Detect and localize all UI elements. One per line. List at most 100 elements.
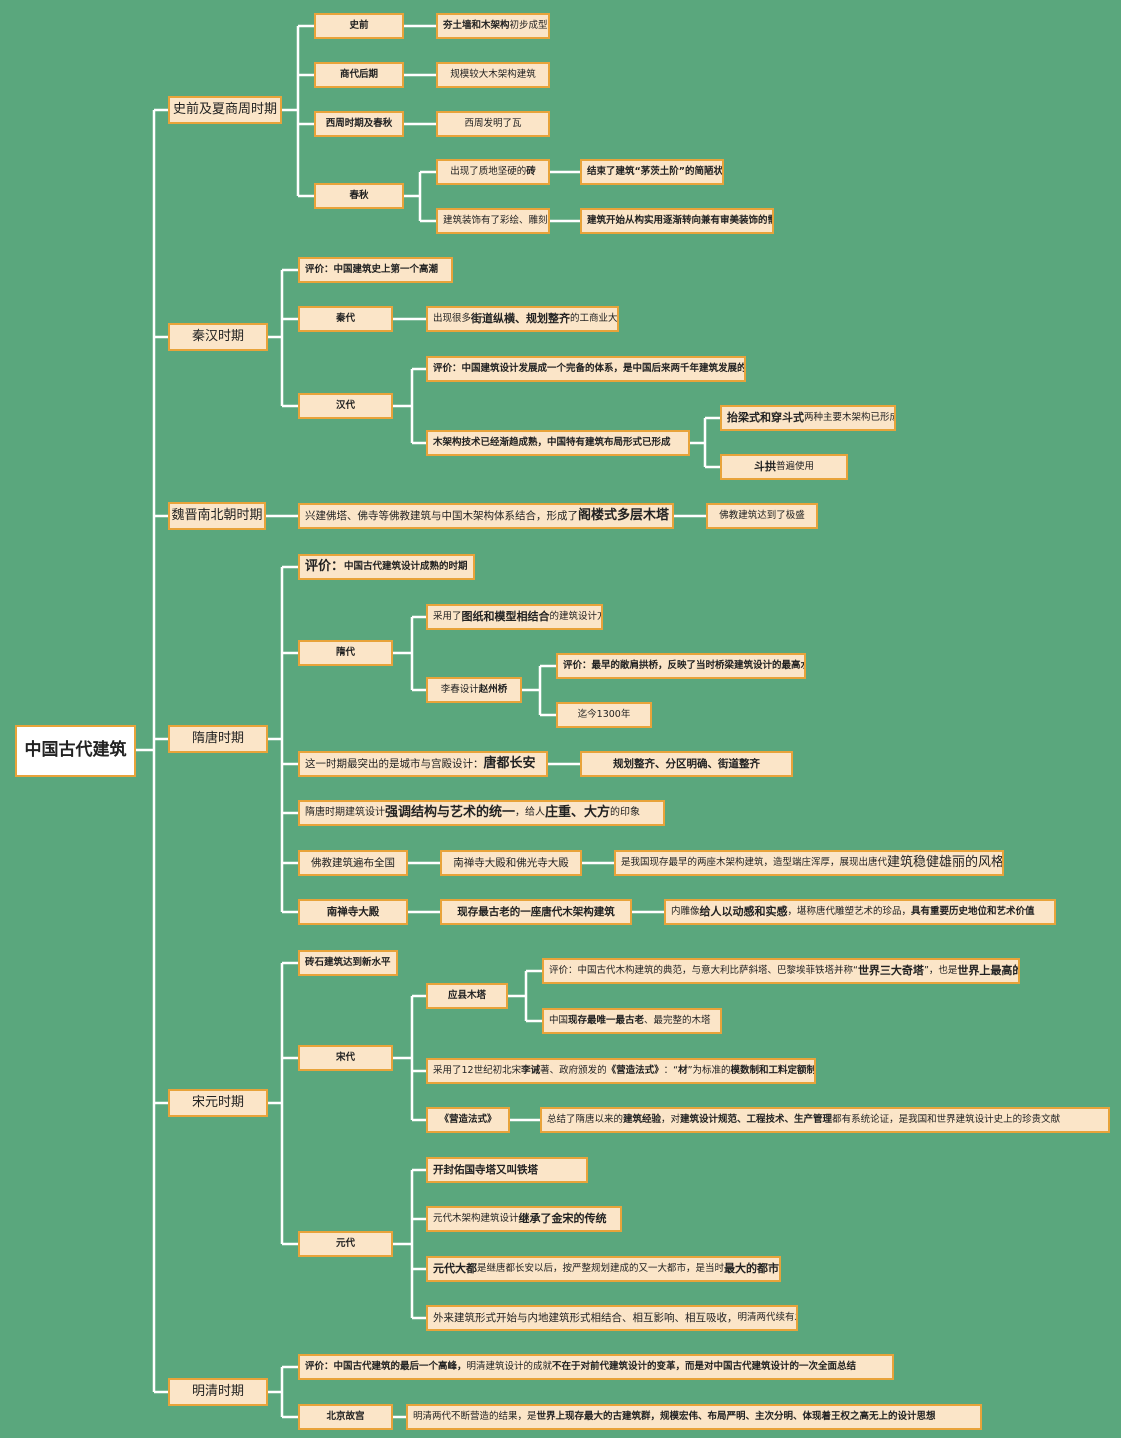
- node-text: 著、政府颁发的: [540, 1064, 607, 1076]
- node-text: 评价：中国古代木构建筑的典范，与意大利比萨斜塔、巴黎埃菲铁塔并称“: [549, 964, 858, 976]
- node-text: 明清建筑设计的成就: [466, 1360, 553, 1372]
- node-tailiang[interactable]: 抬梁式和穿斗式两种主要木架构已形成: [720, 405, 896, 431]
- node-text: 规划整齐、分区明确、街道整齐: [613, 757, 760, 770]
- node-two-halls-detail[interactable]: 是我国现存最早的两座木架构建筑，造型端庄浑厚，展现出唐代建筑稳健雄丽的风格: [614, 850, 1004, 876]
- node-label: 元代: [335, 1237, 355, 1249]
- node-label: 秦代: [335, 312, 355, 324]
- node-text: 西周发明了瓦: [464, 117, 522, 129]
- node-sui-drawings[interactable]: 采用了图纸和模型相结合的建筑设计方法: [426, 604, 603, 630]
- node-bridge-age[interactable]: 迄今1300年: [556, 702, 652, 728]
- node-text-bold: 不在于对前代建筑设计的变革，而是对中国古代建筑设计的一次全面总结: [552, 1360, 857, 1372]
- node-brick[interactable]: 出现了质地坚硬的砖: [436, 159, 550, 185]
- node-text: 隋唐时期建筑设计: [305, 807, 385, 819]
- node-dougong[interactable]: 斗拱普遍使用: [720, 454, 848, 480]
- node-suitang-eval[interactable]: 评价：中国古代建筑设计成熟的时期: [298, 554, 475, 580]
- node-label: 商代后期: [339, 68, 378, 80]
- period-label: 宋元时期: [191, 1094, 244, 1110]
- node-text-bold: 图纸和模型相结合: [461, 609, 550, 623]
- node-forbidden-city-detail[interactable]: 明清两代不断营造的结果，是世界上现存最大的古建筑群，规模宏伟、布局严明、主次分明…: [406, 1404, 982, 1430]
- node-yuan-foreign[interactable]: 外来建筑形式开始与内地建筑形式相结合、相互影响、相互吸收，明清两代续有发展: [426, 1305, 798, 1331]
- node-brick-stone[interactable]: 砖石建筑达到新水平: [298, 950, 398, 976]
- period-qin-han[interactable]: 秦汉时期: [168, 323, 268, 351]
- node-text: 开封佑国寺塔又叫铁塔: [433, 1163, 538, 1176]
- node-text: 、最完整的木塔: [644, 1014, 711, 1026]
- node-label: 史前: [349, 19, 369, 31]
- node-yingzao-fashi-detail[interactable]: 总结了隋唐以来的建筑经验，对建筑设计规范、工程技术、生产管理都有系统论证，是我国…: [540, 1107, 1110, 1133]
- node-text-bold: 世界三大奇塔: [857, 963, 924, 977]
- node-zhaozhou-bridge[interactable]: 李春设计赵州桥: [426, 677, 522, 703]
- node-text-bold: 李诫: [521, 1064, 541, 1076]
- node-qinhan-eval[interactable]: 评价：中国建筑史上第一个高潮: [298, 257, 453, 283]
- node-prehistory[interactable]: 史前: [314, 13, 404, 39]
- node-nanchan[interactable]: 南禅寺大殿: [298, 899, 408, 925]
- node-text-bold: 现存最唯一最古老: [568, 1014, 645, 1026]
- node-yuan[interactable]: 元代: [298, 1231, 393, 1257]
- period-song-yuan[interactable]: 宋元时期: [168, 1089, 268, 1117]
- node-text: 规模较大木架构建筑: [450, 68, 536, 80]
- node-yingxian-pagoda[interactable]: 应县木塔: [426, 983, 508, 1009]
- node-bridge-eval[interactable]: 评价：最早的敞肩拱桥，反映了当时桥梁建筑设计的最高水平: [556, 653, 806, 679]
- node-text-bold: 《营造法式》: [606, 1064, 664, 1076]
- root-label: 中国古代建筑: [24, 740, 127, 761]
- node-text-bold: 赵州桥: [478, 683, 508, 695]
- node-text: 都有系统论证，是我国和世界建筑设计史上的珍贵文献: [832, 1113, 1061, 1125]
- period-xia-shang-zhou[interactable]: 史前及夏商周时期: [168, 96, 282, 124]
- node-text: 现存最古老的一座唐代木架构建筑: [457, 905, 615, 918]
- node-weijin-pagoda[interactable]: 兴建佛塔、佛寺等佛教建筑与中国木架构体系结合，形成了阁楼式多层木塔: [298, 503, 674, 529]
- node-mingqing-eval[interactable]: 评价：中国古代建筑的最后一个高峰，明清建筑设计的成就不在于对前代建筑设计的变革，…: [298, 1354, 894, 1380]
- node-iron-pagoda[interactable]: 开封佑国寺塔又叫铁塔: [426, 1157, 588, 1183]
- node-buddhist-nationwide[interactable]: 佛教建筑遍布全国: [298, 850, 408, 876]
- node-qin[interactable]: 秦代: [298, 306, 393, 332]
- node-text-bold: 模数制和工料定额制: [730, 1064, 816, 1076]
- node-text-bold: 材: [678, 1064, 688, 1076]
- node-decoration[interactable]: 建筑装饰有了彩绘、雕刻等: [436, 208, 550, 234]
- node-yingzao-fashi[interactable]: 《营造法式》: [426, 1107, 510, 1133]
- node-han[interactable]: 汉代: [298, 393, 393, 419]
- node-forbidden-city[interactable]: 北京故宫: [298, 1404, 393, 1430]
- node-text: 是继唐都长安以后，按严整规划建成的又一大都市，是当时: [477, 1262, 725, 1274]
- node-text-bold: 具有重要历史地位和艺术价值: [911, 905, 1035, 917]
- node-text: 的印象: [610, 807, 641, 819]
- node-decoration-result[interactable]: 建筑开始从构实用逐渐转向兼有审美装饰的需求: [580, 208, 774, 234]
- node-text: 外来建筑形式开始与内地建筑形式相结合、相互影响、相互吸收，: [433, 1311, 738, 1324]
- node-late-shang[interactable]: 商代后期: [314, 62, 404, 88]
- node-nanchan-oldest[interactable]: 现存最古老的一座唐代木架构建筑: [440, 899, 632, 925]
- node-west-zhou[interactable]: 西周时期及春秋: [314, 111, 404, 137]
- period-sui-tang[interactable]: 隋唐时期: [168, 725, 268, 753]
- period-wei-jin[interactable]: 魏晋南北朝时期: [168, 502, 266, 530]
- node-han-eval[interactable]: 评价：中国建筑设计发展成一个完备的体系，是中国后来两千年建筑发展的基础: [426, 356, 746, 382]
- node-text: ：“: [663, 1064, 679, 1076]
- node-structure-art[interactable]: 隋唐时期建筑设计强调结构与艺术的统一，给人庄重、大方的印象: [298, 800, 665, 826]
- period-label: 史前及夏商周时期: [173, 101, 278, 117]
- node-text-bold: 砖: [526, 165, 536, 177]
- node-spring-autumn[interactable]: 春秋: [314, 183, 404, 209]
- node-nanchan-statues[interactable]: 内雕像给人以动感和实感，堪称唐代雕塑艺术的珍品，具有重要历史地位和艺术价值: [664, 899, 1056, 925]
- node-sui[interactable]: 隋代: [298, 640, 393, 666]
- node-two-halls[interactable]: 南禅寺大殿和佛光寺大殿: [440, 850, 582, 876]
- node-text-bold: 元代大都: [433, 1261, 477, 1275]
- period-ming-qing[interactable]: 明清时期: [168, 1378, 268, 1406]
- node-changan[interactable]: 这一时期最突出的是城市与宫殿设计：唐都长安: [298, 751, 548, 777]
- node-late-shang-detail[interactable]: 规模较大木架构建筑: [436, 62, 550, 88]
- node-yingxian-oldest[interactable]: 中国现存最唯一最古老、最完整的木塔: [542, 1008, 722, 1034]
- node-text: 是我国现存最早的两座木架构建筑，造型端庄浑厚，展现出唐代: [621, 856, 888, 868]
- node-text: 的工商业大城市: [570, 312, 618, 324]
- node-text: 出现了质地坚硬的: [450, 165, 527, 177]
- node-weijin-buddhism[interactable]: 佛教建筑达到了极盛: [706, 503, 818, 529]
- node-han-wood[interactable]: 木架构技术已经渐趋成熟，中国特有建筑布局形式已形成: [426, 430, 690, 456]
- node-brick-result[interactable]: 结束了建筑“茅茨土阶”的简陋状态: [580, 159, 724, 185]
- node-west-zhou-detail[interactable]: 西周发明了瓦: [436, 111, 550, 137]
- node-text: 评价：最早的敞肩拱桥，反映了当时桥梁建筑设计的最高水平: [563, 659, 806, 671]
- node-changan-result[interactable]: 规划整齐、分区明确、街道整齐: [580, 751, 793, 777]
- node-label: 南禅寺大殿: [326, 905, 380, 918]
- node-song[interactable]: 宋代: [298, 1045, 393, 1071]
- node-yuan-inherit[interactable]: 元代木架构建筑设计继承了金宋的传统: [426, 1206, 622, 1232]
- node-yingxian-eval[interactable]: 评价：中国古代木构建筑的典范，与意大利比萨斜塔、巴黎埃菲铁塔并称“世界三大奇塔”…: [542, 958, 1020, 984]
- node-yingzao-fashi-adopt[interactable]: 采用了12世纪初北宋李诫著、政府颁发的《营造法式》：“材”为标准的模数制和工料定…: [426, 1058, 816, 1084]
- root-node[interactable]: 中国古代建筑: [15, 725, 136, 777]
- node-text: 结束了建筑“茅茨土阶”的简陋状态: [587, 165, 724, 177]
- node-prehistory-detail[interactable]: 夯土墙和木架构初步成型: [436, 13, 550, 39]
- node-text-bold: 世界上现存最大的古建筑群，规模宏伟、布局严明、主次分明、体现着王权之高无上的设计…: [536, 1410, 936, 1422]
